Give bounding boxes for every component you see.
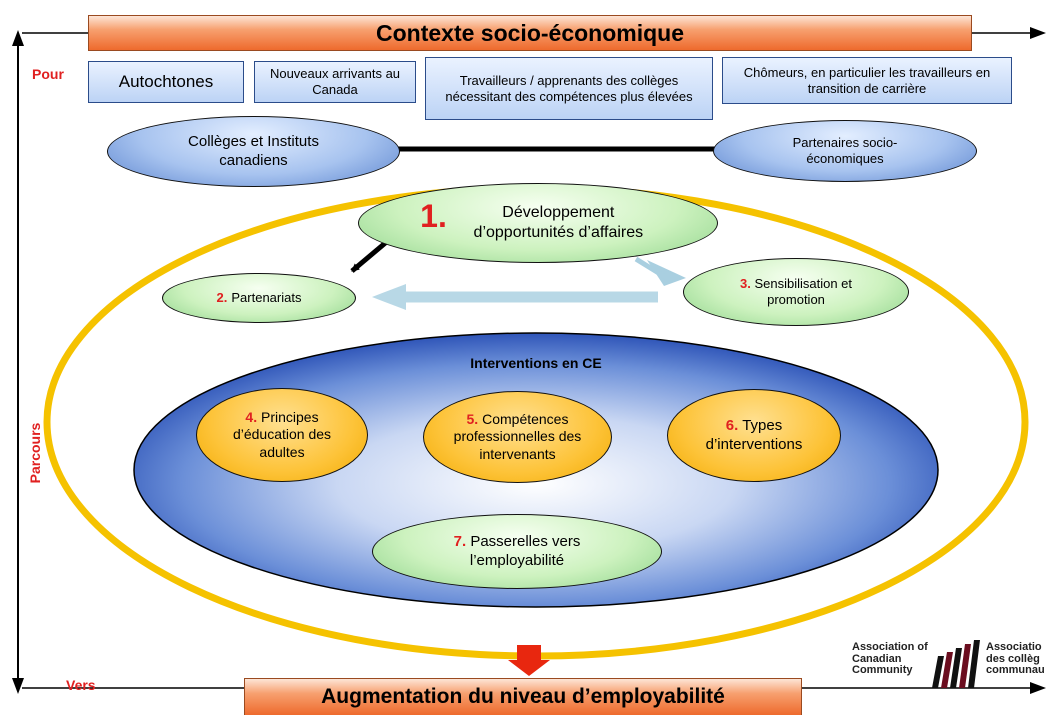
target-nouveaux-arrivants: Nouveaux arrivants au Canada bbox=[254, 61, 416, 103]
component-5-label: Compétences professionnelles des interve… bbox=[453, 410, 582, 462]
component-7-label: Passerelles vers l’employabilité bbox=[469, 532, 581, 569]
logo-en-line: Canadian bbox=[852, 652, 902, 665]
component-3: 3. Sensibilisation et promotion bbox=[683, 258, 909, 326]
logo-mark bbox=[932, 640, 980, 688]
component-4-number: 4. bbox=[245, 408, 258, 425]
component-5-number: 5. bbox=[466, 410, 479, 427]
component-6: 6. Types d’interventions bbox=[667, 389, 841, 482]
component-3-number: 3. bbox=[739, 275, 751, 291]
target-autochtones: Autochtones bbox=[88, 61, 244, 103]
context-title: Contexte socio-économique bbox=[376, 19, 684, 46]
component-2: 2. Partenariats bbox=[162, 273, 356, 323]
context-banner: Contexte socio-économique bbox=[88, 15, 972, 51]
label-vers: Vers bbox=[66, 677, 96, 693]
target-travailleurs: Travailleurs / apprenants des collèges n… bbox=[425, 57, 713, 120]
frame-arrow-top-right bbox=[1030, 27, 1046, 39]
component-4: 4. Principes d’éducation des adultes bbox=[196, 388, 368, 482]
employability-banner: Augmentation du niveau d’employabilité bbox=[244, 678, 802, 715]
employability-title: Augmentation du niveau d’employabilité bbox=[321, 685, 725, 708]
frame-arrow-bottom-right bbox=[1030, 682, 1046, 694]
component-1-number: 1. bbox=[420, 198, 447, 234]
arrow-1-to-3 bbox=[634, 256, 672, 283]
label-parcours: Parcours bbox=[27, 422, 43, 484]
component-2-number: 2. bbox=[216, 289, 228, 305]
logo-fr-line: Associatio bbox=[986, 642, 1042, 653]
axis-arrow-down bbox=[12, 678, 24, 694]
component-5: 5. Compétences professionnelles des inte… bbox=[423, 391, 612, 483]
component-7-number: 7. bbox=[453, 532, 467, 550]
logo-fr-line: des collèg bbox=[986, 652, 1040, 665]
label-pour: Pour bbox=[32, 66, 64, 82]
arrow-3-to-2-head bbox=[372, 284, 406, 310]
target-chomeurs: Chômeurs, en particulier les travailleur… bbox=[722, 57, 1012, 104]
component-6-label: Types d’interventions bbox=[705, 416, 803, 453]
partner-colleges: Collèges et Instituts canadiens bbox=[107, 116, 400, 187]
component-4-label: Principes d’éducation des adultes bbox=[232, 408, 332, 460]
partner-socio-label: Partenaires socio-économiques bbox=[792, 134, 898, 166]
logo-text-fr: Associatio des collèg communau bbox=[986, 642, 1046, 677]
component-7: 7. Passerelles vers l’employabilité bbox=[372, 514, 662, 589]
interventions-title: Interventions en CE bbox=[470, 355, 602, 371]
logo-text-en: Association of Canadian Community bbox=[852, 641, 928, 677]
logo-en-line: Association of bbox=[852, 641, 928, 653]
component-1: 1. Développement d’opportunités d’affair… bbox=[358, 183, 718, 263]
logo-en-line: Community bbox=[852, 664, 913, 677]
logo-fr-line: communau bbox=[986, 664, 1045, 677]
component-3-label: Sensibilisation et promotion bbox=[754, 275, 853, 307]
partner-socio: Partenaires socio-économiques bbox=[713, 120, 977, 182]
axis-arrow-up bbox=[12, 30, 24, 46]
component-1-label: Développement d’opportunités d’affaires bbox=[473, 204, 644, 241]
down-arrow-red bbox=[508, 645, 550, 676]
component-2-label: Partenariats bbox=[231, 289, 302, 305]
partner-colleges-label: Collèges et Instituts canadiens bbox=[188, 132, 319, 169]
component-6-number: 6. bbox=[725, 416, 739, 434]
arrow-1-to-3-head bbox=[647, 260, 686, 286]
arrow-1-to-2 bbox=[350, 237, 392, 273]
